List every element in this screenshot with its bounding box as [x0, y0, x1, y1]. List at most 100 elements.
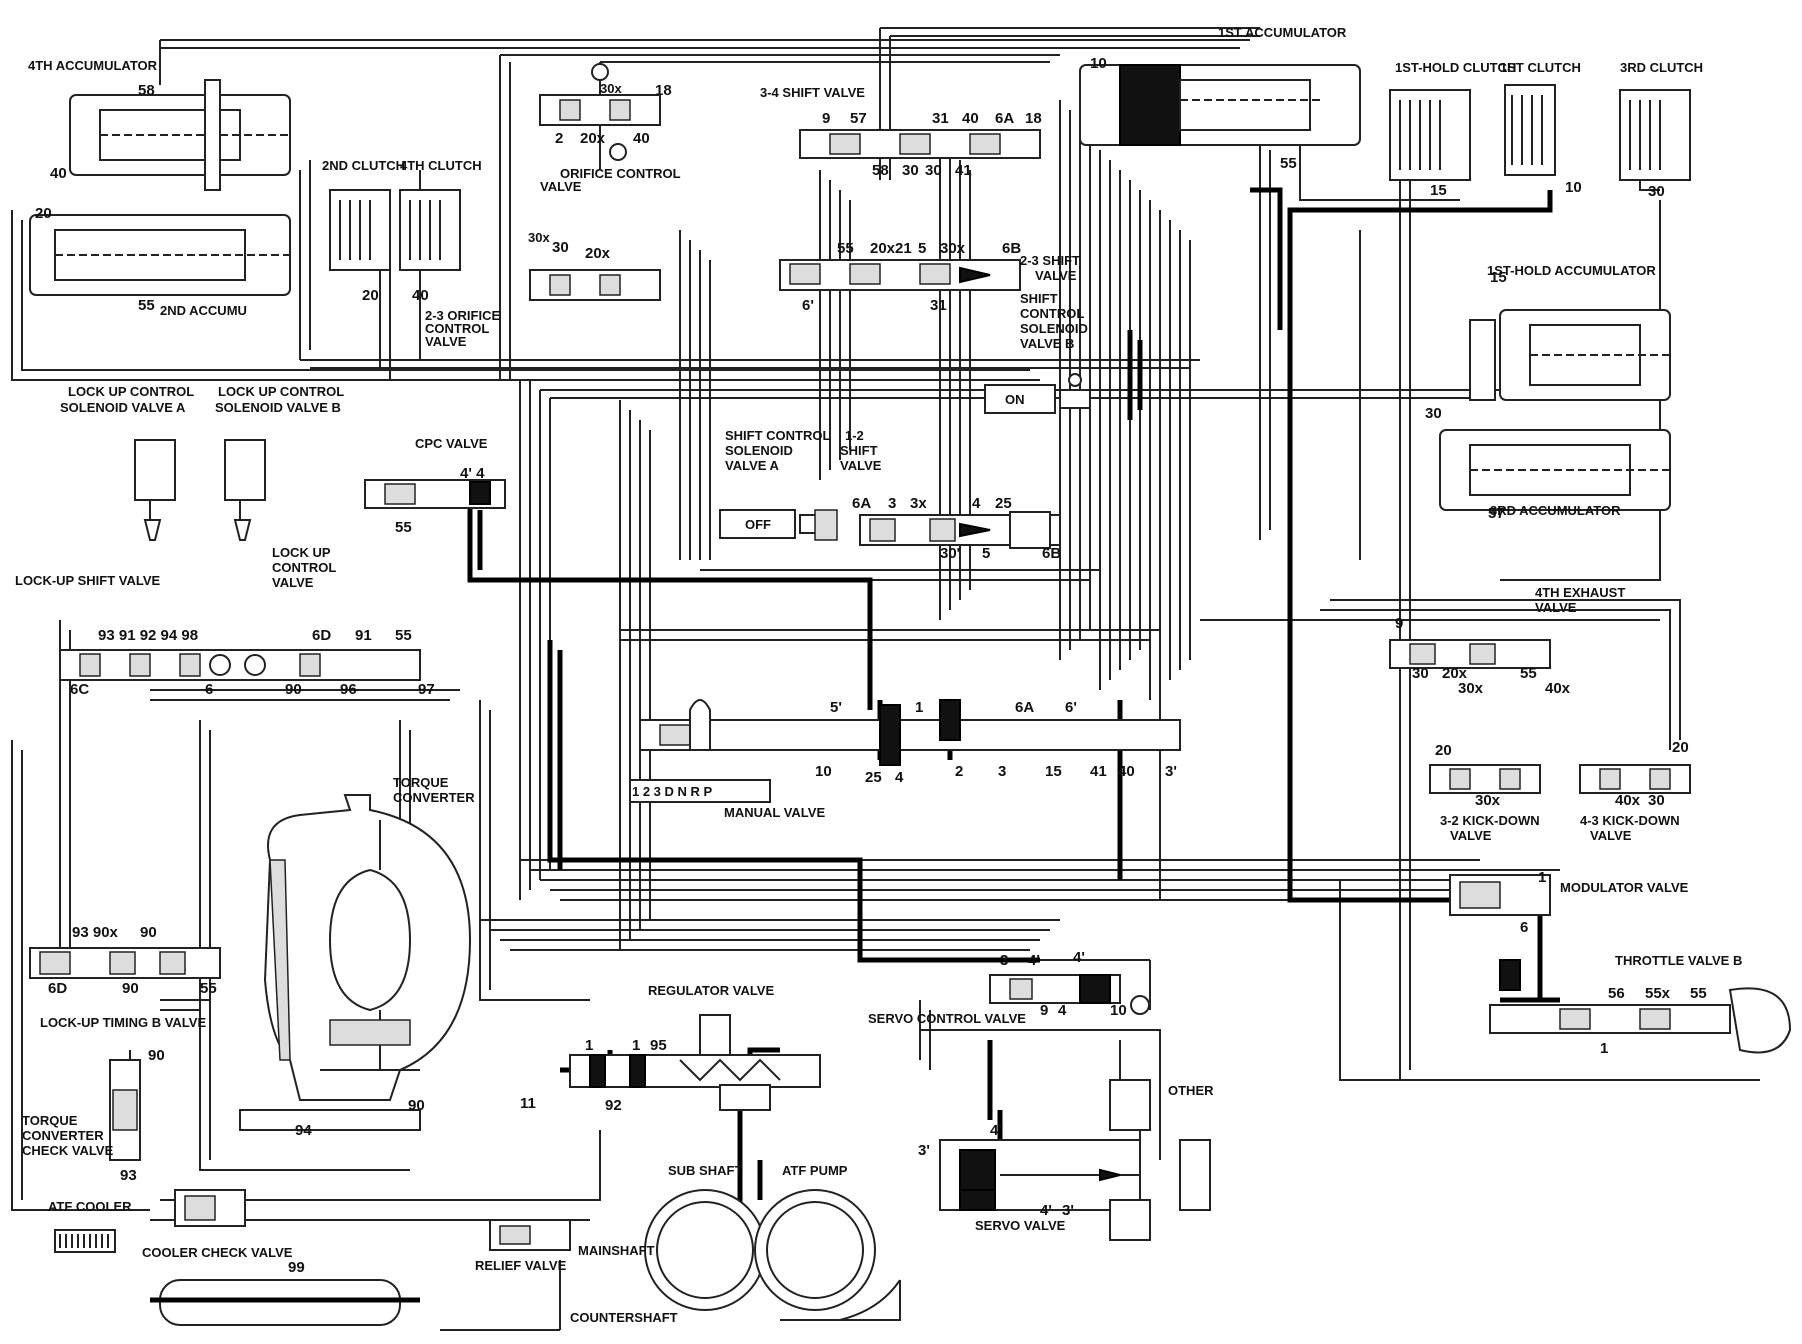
port-label: 55	[1690, 985, 1707, 1002]
port-label: 4	[895, 769, 904, 786]
label-scsa-3: VALVE A	[725, 458, 780, 473]
port-label: 30	[1425, 405, 1442, 422]
port-label: 4	[972, 495, 981, 512]
port-label: 5'	[830, 699, 842, 716]
port-label: 15	[1430, 182, 1447, 199]
label-countershaft: COUNTERSHAFT	[570, 1310, 678, 1325]
label-off: OFF	[745, 517, 771, 532]
cpc-valve	[364, 479, 506, 509]
clutch-3rd	[1619, 89, 1691, 181]
port-label: 30	[1648, 792, 1665, 809]
kickdown-valve-3-2	[1429, 764, 1541, 794]
port-label: 55	[138, 297, 155, 314]
label-lucsb-1: LOCK UP CONTROL	[218, 384, 344, 399]
label-2-3-shift-1: 2-3 SHIFT	[1020, 253, 1080, 268]
label-4th-accumulator: 4TH ACCUMULATOR	[28, 58, 158, 73]
label-1st-hold-accumulator: 1ST-HOLD ACCUMULATOR	[1487, 263, 1656, 278]
label-other: OTHER	[1168, 1083, 1214, 1098]
label-1st-clutch: 1ST CLUTCH	[1500, 60, 1581, 75]
shift-valve-3-4	[799, 129, 1041, 159]
clutch-1st	[1504, 84, 1556, 176]
label-3-2-kickdown-1: 3-2 KICK-DOWN	[1440, 813, 1540, 828]
port-label: 30'	[940, 545, 960, 562]
label-3-2-kickdown-2: VALVE	[1450, 828, 1492, 843]
servo-control-valve	[989, 974, 1150, 1015]
label-2-3-orifice-3: VALVE	[425, 334, 467, 349]
shift-control-solenoid-b	[984, 373, 1091, 414]
label-1-2-shift-1: 1-2	[845, 428, 864, 443]
port-label: 90	[140, 924, 157, 941]
label-4-3-kickdown-1: 4-3 KICK-DOWN	[1580, 813, 1680, 828]
port-label: 4	[1058, 1002, 1067, 1019]
port-label: 15	[1490, 269, 1507, 286]
shift-valve-1-2	[859, 511, 1061, 549]
port-label: 6D	[312, 627, 331, 644]
label-servo-valve: SERVO VALVE	[975, 1218, 1066, 1233]
port-label: 95	[650, 1037, 667, 1054]
port-label: 20	[35, 205, 52, 222]
label-3rd-clutch: 3RD CLUTCH	[1620, 60, 1703, 75]
lockup-control-solenoid-a	[134, 439, 176, 541]
label-scsa-1: SHIFT CONTROL	[725, 428, 830, 443]
label-1st-accumulator: 1ST ACCUMULATOR	[1218, 25, 1347, 40]
label-throttle-valve-b: THROTTLE VALVE B	[1615, 953, 1742, 968]
port-label: 40	[50, 165, 67, 182]
label-lucv-1: LOCK UP	[272, 545, 331, 560]
port-label: 90	[408, 1097, 425, 1114]
port-label: 9	[822, 110, 830, 127]
label-4th-exhaust-2: VALVE	[1535, 600, 1577, 615]
label-2-3-orifice-1: 2-3 ORIFICE	[425, 308, 500, 323]
clutch-1st-hold	[1389, 89, 1471, 181]
port-label: 10	[815, 763, 832, 780]
accumulator-3rd	[1439, 429, 1671, 511]
exhaust-valve-4th	[1389, 639, 1551, 669]
label-scsb-4: VALVE B	[1020, 336, 1074, 351]
throttle-valve-b	[1489, 959, 1792, 1054]
label-orifice-control-2: VALVE	[540, 179, 582, 194]
label-scsa-2: SOLENOID	[725, 443, 793, 458]
label-2-3-shift-2: VALVE	[1035, 268, 1077, 283]
atf-pump	[644, 1160, 901, 1321]
port-label: 3	[888, 495, 896, 512]
kickdown-valve-4-3	[1579, 764, 1691, 794]
port-label: 9	[1040, 1002, 1048, 1019]
port-label: 57	[1488, 505, 1505, 522]
port-label: 5	[982, 545, 990, 562]
oil-strainer	[150, 1279, 420, 1326]
port-label: 41	[955, 162, 972, 179]
port-label: 40x	[1545, 680, 1571, 697]
port-label: 55	[395, 627, 412, 644]
port-label: 55	[1520, 665, 1537, 682]
label-lucsa-2: SOLENOID VALVE A	[60, 400, 186, 415]
label-2nd-clutch: 2ND CLUTCH	[322, 158, 405, 173]
torque-converter	[239, 794, 472, 1131]
port-label: 6B	[1042, 545, 1061, 562]
label-lucv-2: CONTROL	[272, 560, 336, 575]
port-label: 30x	[528, 230, 550, 245]
label-torque-converter-1: TORQUE	[393, 775, 449, 790]
label-scsb-3: SOLENOID	[1020, 321, 1088, 336]
port-label: 6C	[70, 681, 89, 698]
port-label: 6A	[1015, 699, 1034, 716]
port-label: 96	[340, 681, 357, 698]
port-label: 30	[1412, 665, 1429, 682]
label-manual-valve: MANUAL VALVE	[724, 805, 825, 820]
label-atf-pump: ATF PUMP	[782, 1163, 848, 1178]
port-label: 1	[1538, 869, 1546, 886]
port-label: 30	[552, 239, 569, 256]
port-label: 4'	[1073, 949, 1085, 966]
port-label: 94	[295, 1122, 312, 1139]
port-label: 30x	[1475, 792, 1501, 809]
accumulator-1st	[1079, 64, 1361, 146]
servo-valve	[939, 1079, 1211, 1241]
port-label: 40x	[1615, 792, 1641, 809]
label-lucv-3: VALVE	[272, 575, 314, 590]
label-on: ON	[1005, 392, 1025, 407]
port-label: 4'	[1028, 952, 1040, 969]
port-label: 58	[872, 162, 889, 179]
label-tccv-1: TORQUE	[22, 1113, 78, 1128]
port-label: 3	[1000, 952, 1008, 969]
component-labels: 4TH ACCUMULATOR 2ND ACCUMU 2ND CLUTCH 4T…	[15, 25, 1742, 1325]
port-label: 92	[605, 1097, 622, 1114]
